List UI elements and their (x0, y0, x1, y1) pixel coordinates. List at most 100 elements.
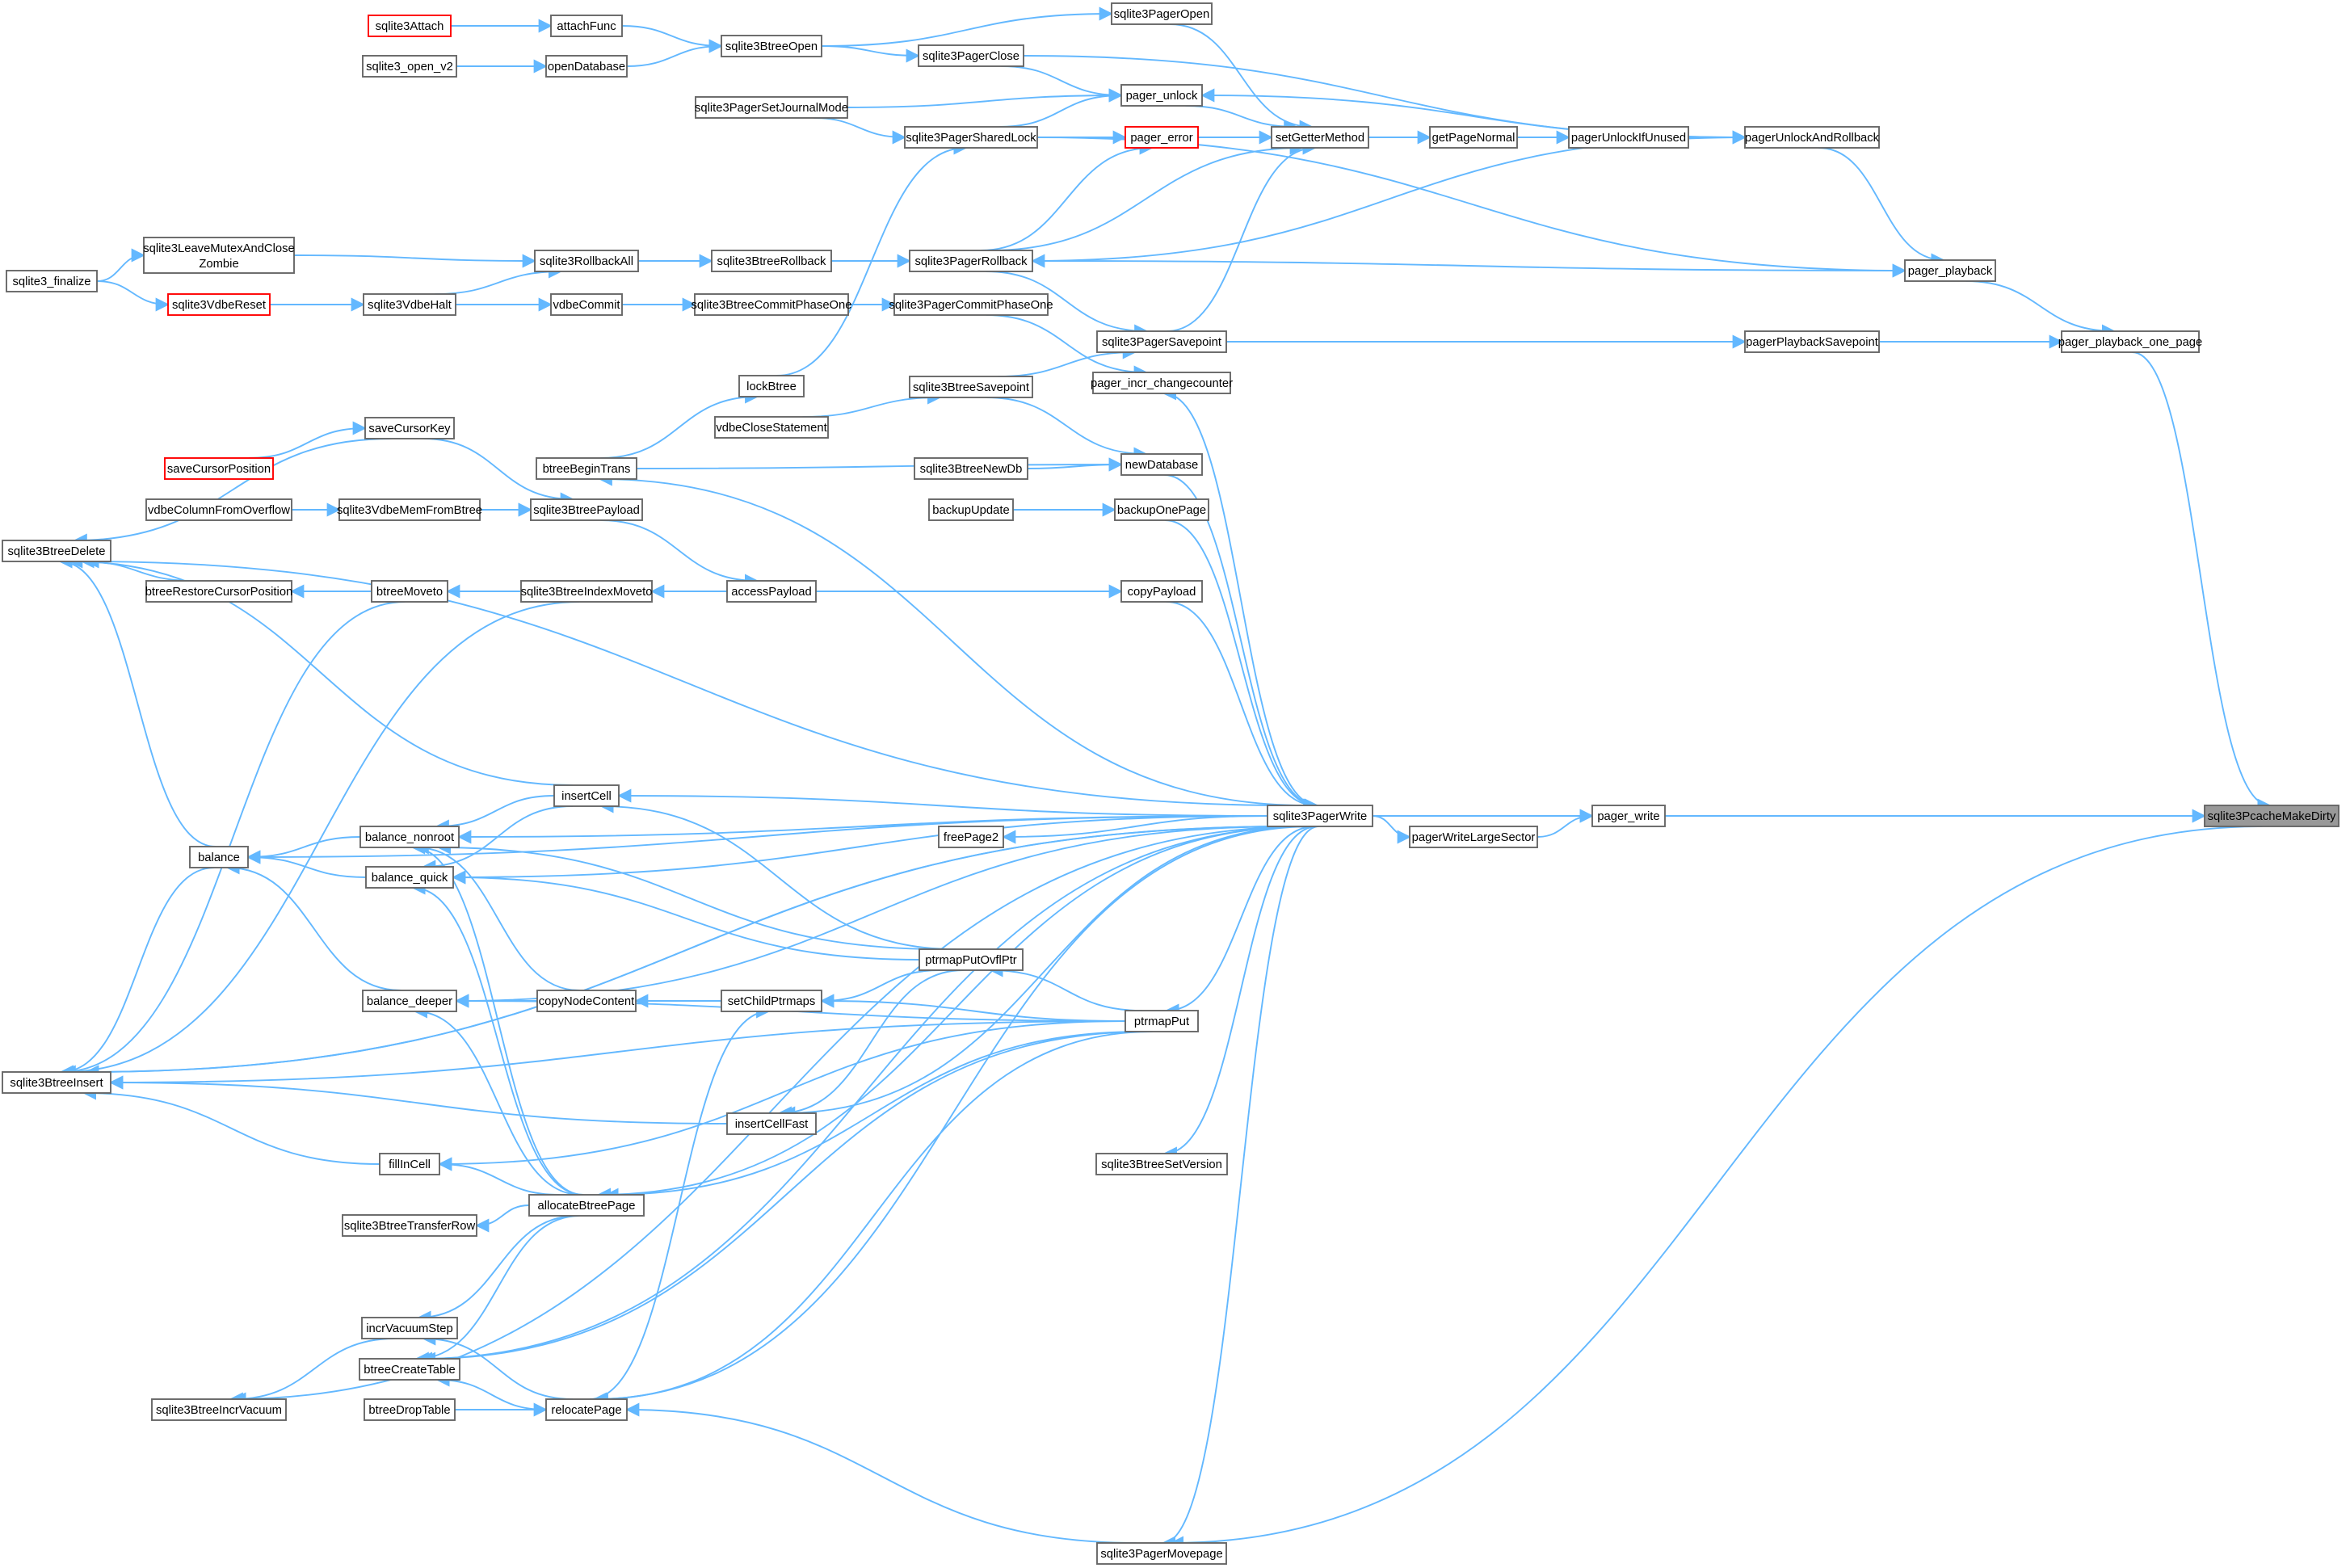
edge-incrVacuumStep-to-sqlite3BtreeIncrVacuum (232, 1338, 395, 1406)
node-backupUpdate[interactable]: backupUpdate (928, 498, 1014, 521)
node-freePage2[interactable]: freePage2 (938, 826, 1004, 848)
node-openDatabase[interactable]: openDatabase (545, 55, 628, 78)
node-box (1092, 372, 1231, 394)
node-sqlite3Attach[interactable]: sqlite3Attach (368, 15, 452, 37)
node-backupOnePage[interactable]: backupOnePage (1114, 498, 1209, 521)
node-sqlite3_finalize[interactable]: sqlite3_finalize (6, 270, 98, 292)
node-vdbeColumnFromOverflow[interactable]: vdbeColumnFromOverflow (145, 498, 292, 521)
node-sqlite3VdbeMemFromBtree[interactable]: sqlite3VdbeMemFromBtree (337, 498, 482, 521)
node-sqlite3VdbeHalt[interactable]: sqlite3VdbeHalt (363, 293, 456, 316)
node-label: btreeCreateTable (364, 1364, 456, 1377)
node-box (550, 293, 623, 316)
node-sqlite3BtreeSetVersion[interactable]: sqlite3BtreeSetVersion (1095, 1153, 1228, 1175)
node-pager_error[interactable]: pager_error (1125, 126, 1199, 149)
node-btreeCreateTable[interactable]: btreeCreateTable (359, 1358, 460, 1381)
node-label: btreeBeginTrans (543, 463, 631, 476)
edge-sqlite3PcacheMakeDirty-to-sqlite3PagerMovepage (1170, 826, 2263, 1550)
node-incrVacuumStep[interactable]: incrVacuumStep (361, 1317, 458, 1339)
node-balance[interactable]: balance (189, 846, 249, 868)
node-btreeMoveto[interactable]: btreeMoveto (371, 580, 448, 603)
node-sqlite3BtreeIndexMoveto[interactable]: sqlite3BtreeIndexMoveto (520, 580, 653, 603)
node-box (364, 417, 455, 439)
node-label: ptrmapPutOvflPtr (925, 954, 1017, 967)
node-sqlite3PcacheMakeDirty[interactable]: sqlite3PcacheMakeDirty (2204, 805, 2339, 827)
node-box (919, 948, 1024, 971)
node-insertCell[interactable]: insertCell (553, 784, 620, 807)
node-label: pager_unlock (1126, 90, 1198, 103)
node-pagerWriteLargeSector[interactable]: pagerWriteLargeSector (1409, 826, 1538, 848)
node-getPageNormal[interactable]: getPageNormal (1429, 126, 1518, 149)
node-ptrmapPut[interactable]: ptrmapPut (1125, 1010, 1199, 1032)
node-pagerUnlockAndRollback[interactable]: pagerUnlockAndRollback (1744, 126, 1880, 149)
edge-relocatePage-to-incrVacuumStep (422, 1331, 574, 1400)
edge-btreeBeginTrans-to-lockBtree (600, 389, 759, 459)
node-sqlite3PagerWrite[interactable]: sqlite3PagerWrite (1267, 805, 1373, 827)
node-label: backupUpdate (932, 504, 1009, 517)
node-box (909, 376, 1033, 398)
edge-sqlite3PagerWrite-to-insertCell (617, 788, 1268, 817)
node-sqlite3PagerSharedLock[interactable]: sqlite3PagerSharedLock (904, 126, 1038, 149)
node-balance_quick[interactable]: balance_quick (365, 866, 454, 889)
edge-sqlite3LeaveMutexAndCloseZombie-to-sqlite3RollbackAll (293, 254, 536, 268)
node-sqlite3BtreeTransferRow[interactable]: sqlite3BtreeTransferRow (342, 1214, 477, 1237)
node-copyNodeContent[interactable]: copyNodeContent (536, 990, 637, 1012)
node-sqlite3PagerOpen[interactable]: sqlite3PagerOpen (1111, 2, 1213, 25)
node-label: sqlite3PagerRollback (914, 255, 1028, 268)
node-copyPayload[interactable]: copyPayload (1120, 580, 1203, 603)
node-box (1120, 84, 1203, 107)
node-attachFunc[interactable]: attachFunc (550, 15, 623, 37)
node-vdbeCloseStatement[interactable]: vdbeCloseStatement (714, 416, 829, 439)
node-insertCellFast[interactable]: insertCellFast (726, 1112, 817, 1135)
node-sqlite3PagerClose[interactable]: sqlite3PagerClose (918, 44, 1024, 67)
node-balance_nonroot[interactable]: balance_nonroot (359, 826, 460, 848)
node-pager_unlock[interactable]: pager_unlock (1120, 84, 1203, 107)
node-pagerUnlockIfUnused[interactable]: pagerUnlockIfUnused (1568, 126, 1689, 149)
node-sqlite3_open_v2[interactable]: sqlite3_open_v2 (362, 55, 457, 78)
node-saveCursorKey[interactable]: saveCursorKey (364, 417, 455, 439)
node-btreeRestoreCursorPosition[interactable]: btreeRestoreCursorPosition (145, 580, 293, 603)
edges-layer (58, 6, 2272, 1550)
node-ptrmapPutOvflPtr[interactable]: ptrmapPutOvflPtr (919, 948, 1024, 971)
node-lockBtree[interactable]: lockBtree (738, 375, 805, 397)
node-sqlite3BtreeDelete[interactable]: sqlite3BtreeDelete (2, 540, 111, 562)
node-sqlite3PagerCommitPhaseOne[interactable]: sqlite3PagerCommitPhaseOne (889, 293, 1053, 316)
node-sqlite3BtreeInsert[interactable]: sqlite3BtreeInsert (2, 1071, 111, 1094)
node-relocatePage[interactable]: relocatePage (545, 1398, 628, 1421)
node-saveCursorPosition[interactable]: saveCursorPosition (164, 457, 274, 480)
node-sqlite3BtreeSavepoint[interactable]: sqlite3BtreeSavepoint (909, 376, 1033, 398)
node-sqlite3BtreeOpen[interactable]: sqlite3BtreeOpen (721, 35, 822, 57)
node-sqlite3BtreePayload[interactable]: sqlite3BtreePayload (530, 498, 643, 521)
node-sqlite3PagerSavepoint[interactable]: sqlite3PagerSavepoint (1096, 330, 1227, 353)
node-vdbeCommit[interactable]: vdbeCommit (550, 293, 623, 316)
node-allocateBtreePage[interactable]: allocateBtreePage (528, 1194, 645, 1217)
node-fillInCell[interactable]: fillInCell (379, 1153, 440, 1175)
node-sqlite3PagerMovepage[interactable]: sqlite3PagerMovepage (1096, 1542, 1227, 1565)
node-pagerPlaybackSavepoint[interactable]: pagerPlaybackSavepoint (1744, 330, 1880, 353)
node-pager_incr_changecounter[interactable]: pager_incr_changecounter (1091, 372, 1233, 394)
edge-btreeBeginTrans-to-newDatabase (636, 457, 1123, 472)
node-btreeDropTable[interactable]: btreeDropTable (364, 1398, 456, 1421)
node-pager_write[interactable]: pager_write (1591, 805, 1666, 827)
node-sqlite3BtreeCommitPhaseOne[interactable]: sqlite3BtreeCommitPhaseOne (691, 293, 852, 316)
edge-allocateBtreePage-to-balance_nonroot (411, 840, 584, 1196)
node-sqlite3BtreeNewDb[interactable]: sqlite3BtreeNewDb (914, 457, 1028, 480)
node-setGetterMethod[interactable]: setGetterMethod (1271, 126, 1369, 149)
node-pager_playback_one_page[interactable]: pager_playback_one_page (2058, 330, 2203, 353)
node-btreeBeginTrans[interactable]: btreeBeginTrans (536, 457, 637, 480)
node-sqlite3RollbackAll[interactable]: sqlite3RollbackAll (534, 250, 639, 272)
node-sqlite3PagerSetJournalMode[interactable]: sqlite3PagerSetJournalMode (695, 96, 848, 119)
edge-allocateBtreePage-to-fillInCell (438, 1157, 560, 1196)
node-balance_deeper[interactable]: balance_deeper (362, 990, 457, 1012)
node-accessPayload[interactable]: accessPayload (726, 580, 817, 603)
node-sqlite3PagerRollback[interactable]: sqlite3PagerRollback (909, 250, 1033, 272)
node-newDatabase[interactable]: newDatabase (1120, 453, 1203, 476)
edge-sqlite3PagerSavepoint-to-setGetterMethod (1167, 141, 1317, 332)
node-sqlite3BtreeIncrVacuum[interactable]: sqlite3BtreeIncrVacuum (151, 1398, 287, 1421)
edge-sqlite3PagerOpen-to-setGetterMethod (1169, 23, 1314, 134)
node-pager_playback[interactable]: pager_playback (1904, 259, 1996, 282)
node-sqlite3BtreeRollback[interactable]: sqlite3BtreeRollback (711, 250, 832, 272)
edge-sqlite3PagerWrite-to-sqlite3BtreeSetVersion (1162, 826, 1318, 1161)
node-setChildPtrmaps[interactable]: setChildPtrmaps (721, 990, 822, 1012)
node-sqlite3VdbeReset[interactable]: sqlite3VdbeReset (167, 293, 271, 316)
